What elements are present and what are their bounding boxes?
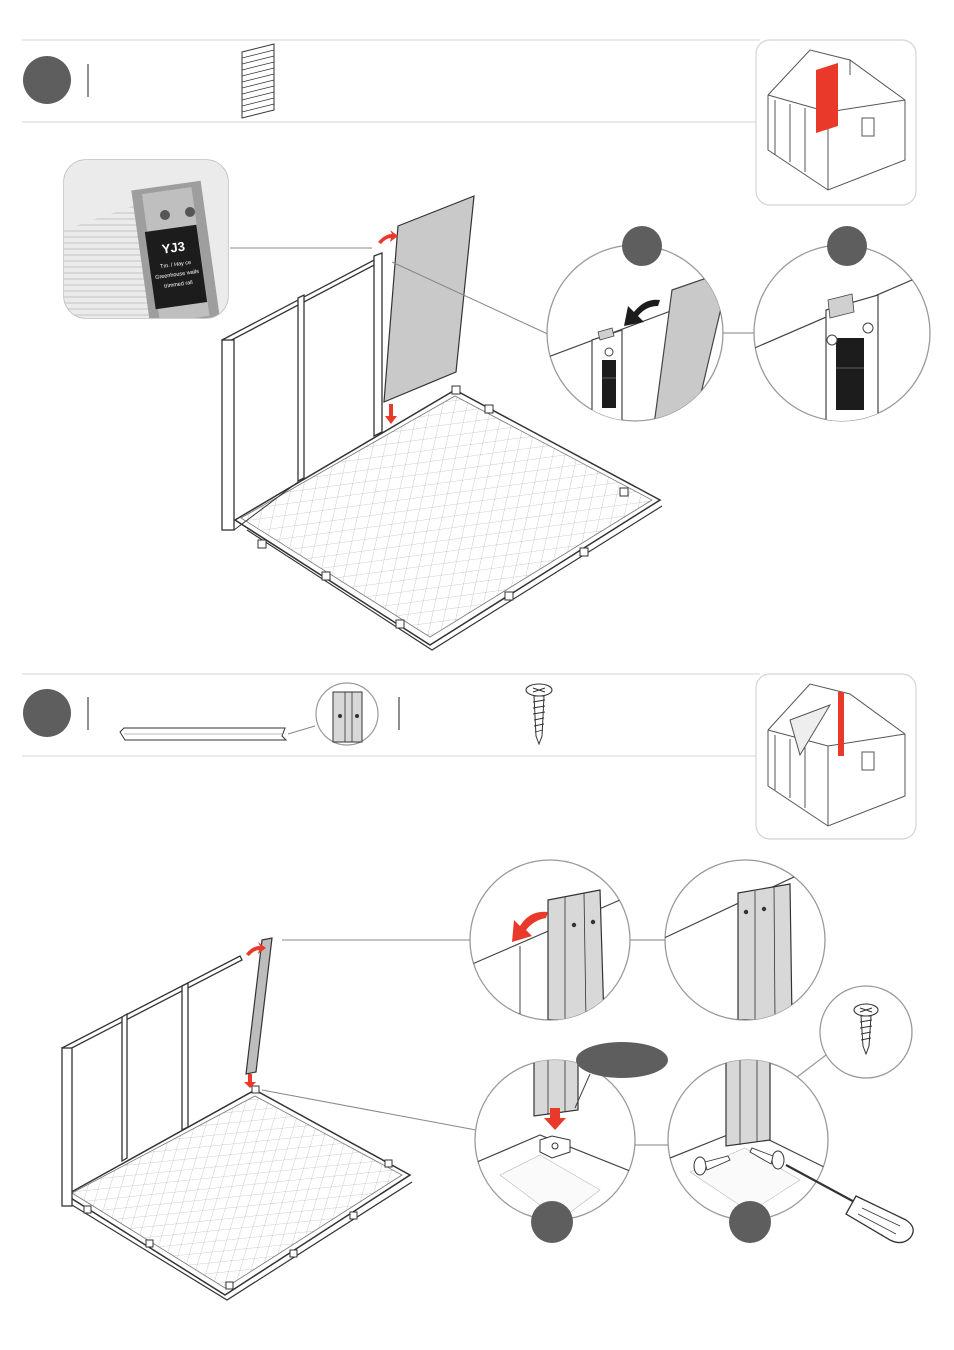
step-1-header [22, 40, 760, 122]
note-bubble [576, 1042, 668, 1078]
detail-marker [622, 226, 662, 266]
detail-marker [827, 226, 867, 266]
part-photo-inset: YJ3 Tm. / Hay ce Greenhouse walls trimme… [64, 160, 228, 329]
step-1-overview-thumbnail [756, 40, 916, 205]
detail-circle-d [660, 860, 830, 1020]
detail-circle-a [540, 226, 730, 450]
corner-profile [246, 938, 272, 1074]
arrow-icon [378, 230, 398, 244]
polycarbonate-panel [384, 196, 474, 402]
part-label-code: YJ3 [161, 239, 186, 257]
detail-circle-e [470, 1042, 668, 1243]
detail-circle-b [750, 226, 935, 450]
step-2-assembly [62, 938, 476, 1300]
detail-circle-c [470, 860, 630, 1020]
profile-detail-icon [316, 683, 378, 745]
detail-marker [729, 1201, 771, 1243]
profile-rail-icon [120, 728, 286, 740]
step-2-overview-thumbnail [756, 674, 916, 839]
highlighted-panel [816, 63, 838, 133]
step-2-number-circle [23, 689, 71, 737]
highlighted-profile [838, 692, 844, 756]
arrow-icon [385, 404, 397, 424]
screw-icon [526, 684, 552, 744]
detail-circle-f [665, 1054, 913, 1243]
step-1-number-circle [23, 56, 71, 104]
panel-stack-icon [242, 44, 274, 118]
screw-detail-circle [820, 986, 912, 1078]
detail-marker [531, 1201, 573, 1243]
step-2-header [22, 674, 760, 756]
